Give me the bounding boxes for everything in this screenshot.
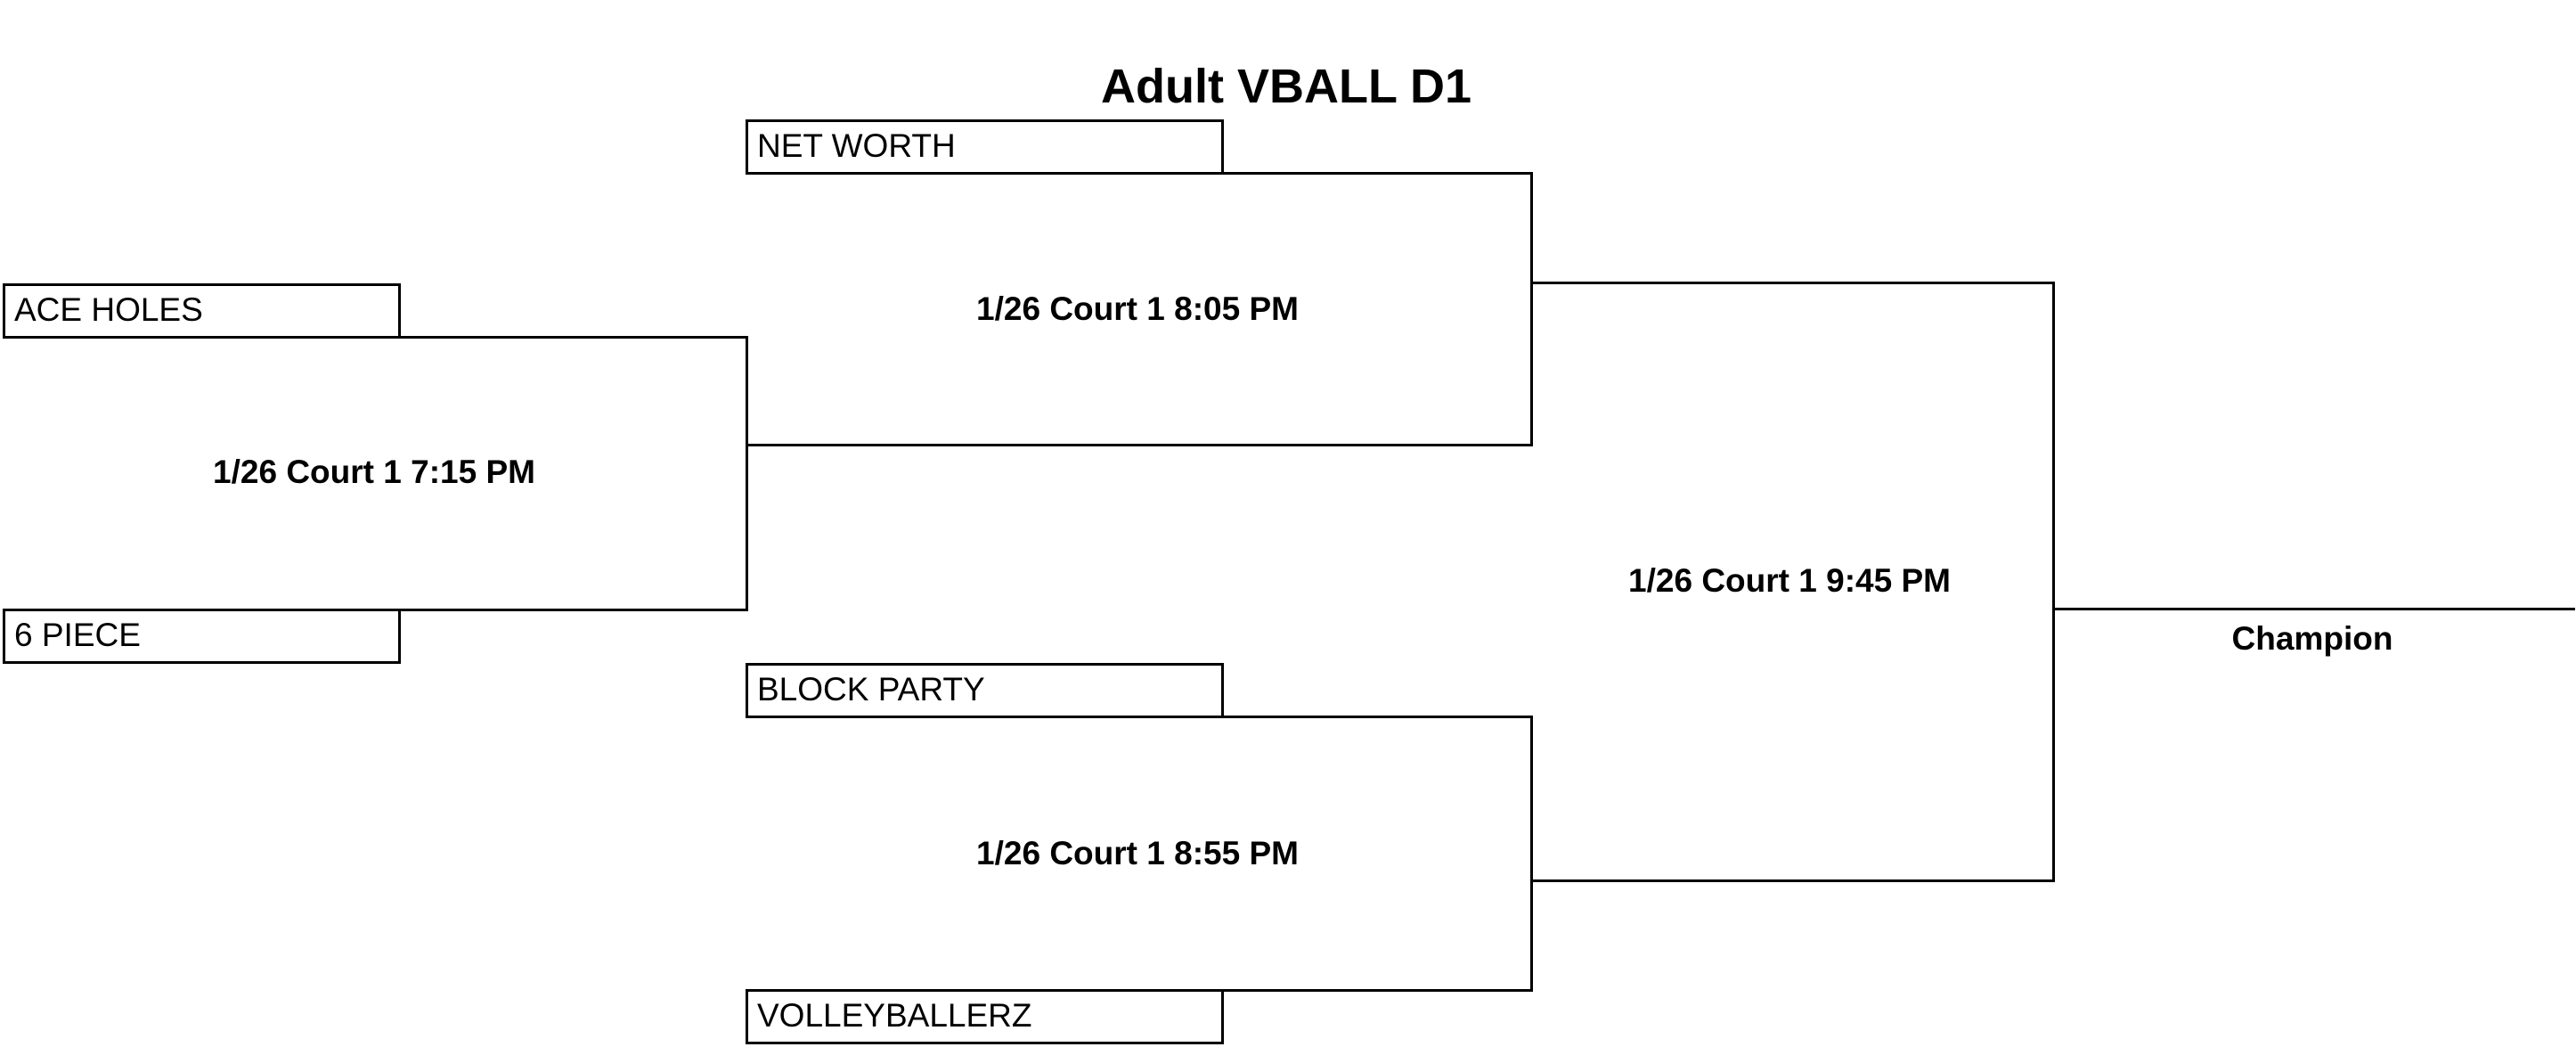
team-six-piece: 6 PIECE bbox=[3, 609, 401, 664]
champion-line bbox=[2052, 608, 2575, 610]
final-lower-connector bbox=[1530, 879, 2055, 882]
semi-top-lower-connector bbox=[746, 444, 1533, 446]
match-semi-bottom-label: 1/26 Court 1 8:55 PM bbox=[976, 835, 1299, 871]
team-volleyballerz: VOLLEYBALLERZ bbox=[746, 989, 1224, 1044]
team-block-party: BLOCK PARTY bbox=[746, 663, 1224, 718]
champion-label: Champion bbox=[2231, 620, 2393, 657]
match-final-label: 1/26 Court 1 9:45 PM bbox=[1628, 562, 1951, 599]
round1-top-connector bbox=[398, 336, 748, 339]
round1-bottom-connector bbox=[398, 609, 748, 611]
round1-vertical-connector bbox=[746, 336, 748, 611]
semi-bottom-upper-connector bbox=[1221, 716, 1533, 718]
semi-bottom-vertical-connector bbox=[1530, 716, 1533, 992]
final-vertical-connector bbox=[2052, 282, 2055, 882]
semi-bottom-lower-connector bbox=[1221, 989, 1533, 992]
match-round1-label: 1/26 Court 1 7:15 PM bbox=[213, 454, 535, 490]
team-ace-holes: ACE HOLES bbox=[3, 283, 401, 339]
semi-top-upper-connector bbox=[1221, 172, 1533, 175]
team-net-worth: NET WORTH bbox=[746, 119, 1224, 175]
bracket-title: Adult VBALL D1 bbox=[1101, 60, 1471, 113]
match-semi-top-label: 1/26 Court 1 8:05 PM bbox=[976, 290, 1299, 327]
semi-top-vertical-connector bbox=[1530, 172, 1533, 446]
final-upper-connector bbox=[1530, 282, 2055, 284]
